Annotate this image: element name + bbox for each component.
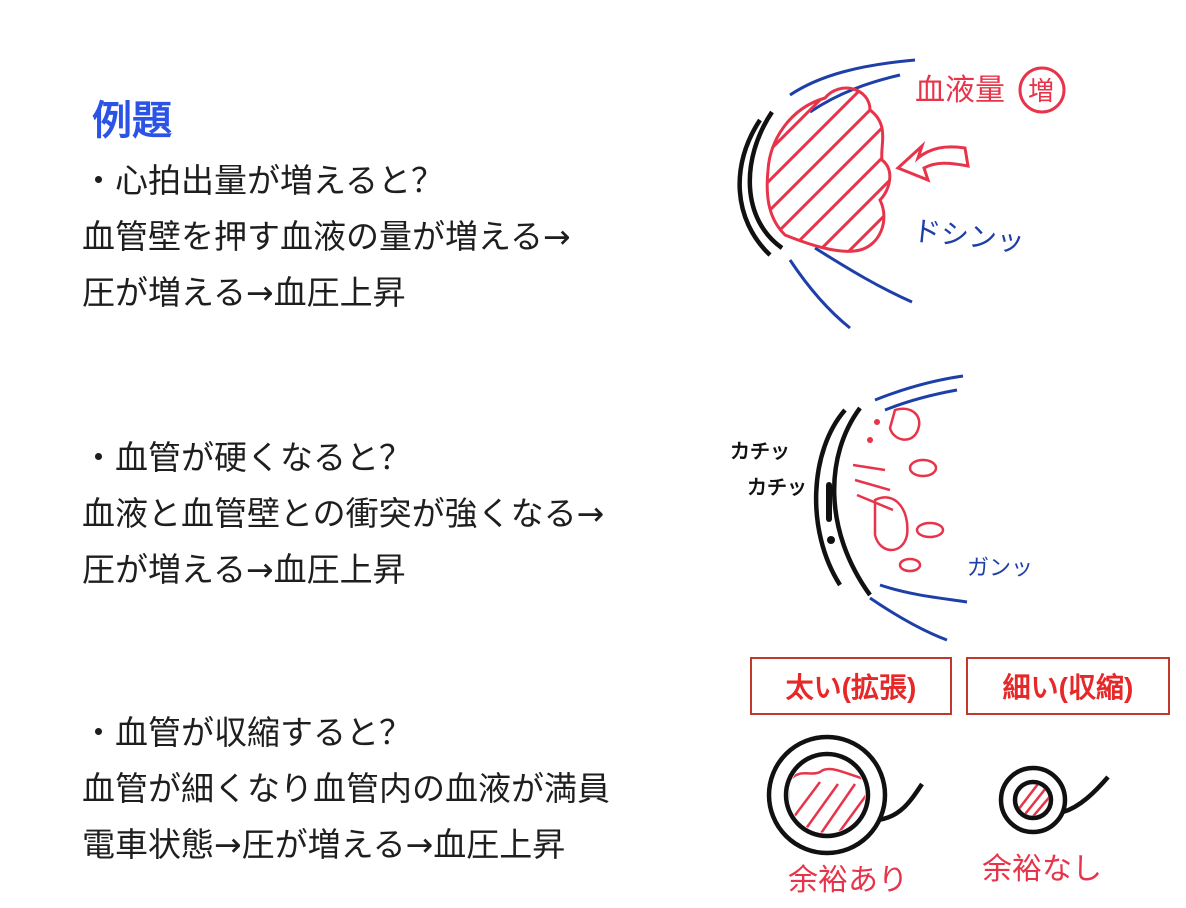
caption-room: 余裕あり [788,863,908,898]
wall-mark [826,482,832,522]
example-2: ・血管が硬くなると？ 血液と血管壁との衝突が強くなる→ 圧が増える→血圧上昇 [82,430,604,598]
motion-line [788,259,851,330]
vessel-wide-outer [766,734,888,856]
vessel-narrow-outer [998,765,1068,835]
sound-doshin: ドシンッ [911,214,1026,259]
vessel-wall [813,408,847,587]
blood-particle [908,458,938,478]
motion-line [869,596,948,642]
example-3: ・血管が収縮すると？ 血管が細くなり血管内の血液が満員 電車状態→圧が増える→血… [82,705,610,873]
motion-line [874,374,964,402]
label-dilated: 太い(拡張) [750,657,952,715]
caption-no-room: 余裕なし [982,852,1102,887]
example-2-line-3: 圧が増える→血圧上昇 [82,550,406,589]
motion-line [879,583,968,604]
illustration-blood-volume: 血液量 増 ドシンッ [737,58,1066,330]
impact-arrow [854,478,891,492]
example-2-question: ・血管が硬くなると？ [82,438,412,477]
vessel-wide-inner [783,751,871,839]
sound-kachi-2: カチッ [747,475,807,499]
example-1: ・心拍出量が増えると？ 血管壁を押す血液の量が増える→ 圧が増える→血圧上昇 [82,153,571,321]
blood-blob [765,86,892,253]
example-1-question: ・心拍出量が増えると？ [82,161,445,200]
label-blood-volume: 血液量 [915,73,1005,108]
vessel-wall [831,406,872,597]
increase-circle [1018,66,1066,114]
blood-particle [873,496,909,552]
vessel-narrow-inner [1012,779,1054,821]
sound-gan: ガンッ [967,556,1033,581]
illustration-vessel-width: 余裕あり 余裕なし [766,734,1110,898]
label-constricted: 細い(収縮) [966,657,1170,715]
illustration-stiff-vessel: カチッ カチッ ガンッ [730,374,1033,642]
motion-line [814,246,913,304]
example-3-question: ・血管が収縮すると？ [82,713,412,752]
push-arrow [895,140,970,183]
vessel-wall [737,118,772,257]
blood-particle [874,419,880,425]
blood-particle [898,557,922,573]
blood-particle [867,437,873,443]
motion-line [789,58,916,97]
motion-line [884,388,958,412]
example-3-line-2: 血管が細くなり血管内の血液が満員 [82,769,610,808]
blood-particle [915,521,945,539]
vessel-wide-tail [877,782,924,823]
example-1-line-2: 血管壁を押す血液の量が増える→ [82,217,571,256]
vessel-wall [747,110,784,250]
sound-kachi-1: カチッ [730,439,790,463]
example-2-line-2: 血液と血管壁との衝突が強くなる→ [82,494,605,533]
page-title: 例題 [92,98,172,144]
vessel-narrow-tail [1062,775,1110,815]
label-increase: 増 [1028,77,1054,107]
blood-particle [888,407,921,441]
example-3-line-3: 電車状態→圧が増える→血圧上昇 [82,825,566,864]
impact-arrow [856,493,894,512]
wall-mark [827,536,835,544]
impact-arrow [852,463,886,472]
example-1-line-3: 圧が増える→血圧上昇 [82,273,406,312]
